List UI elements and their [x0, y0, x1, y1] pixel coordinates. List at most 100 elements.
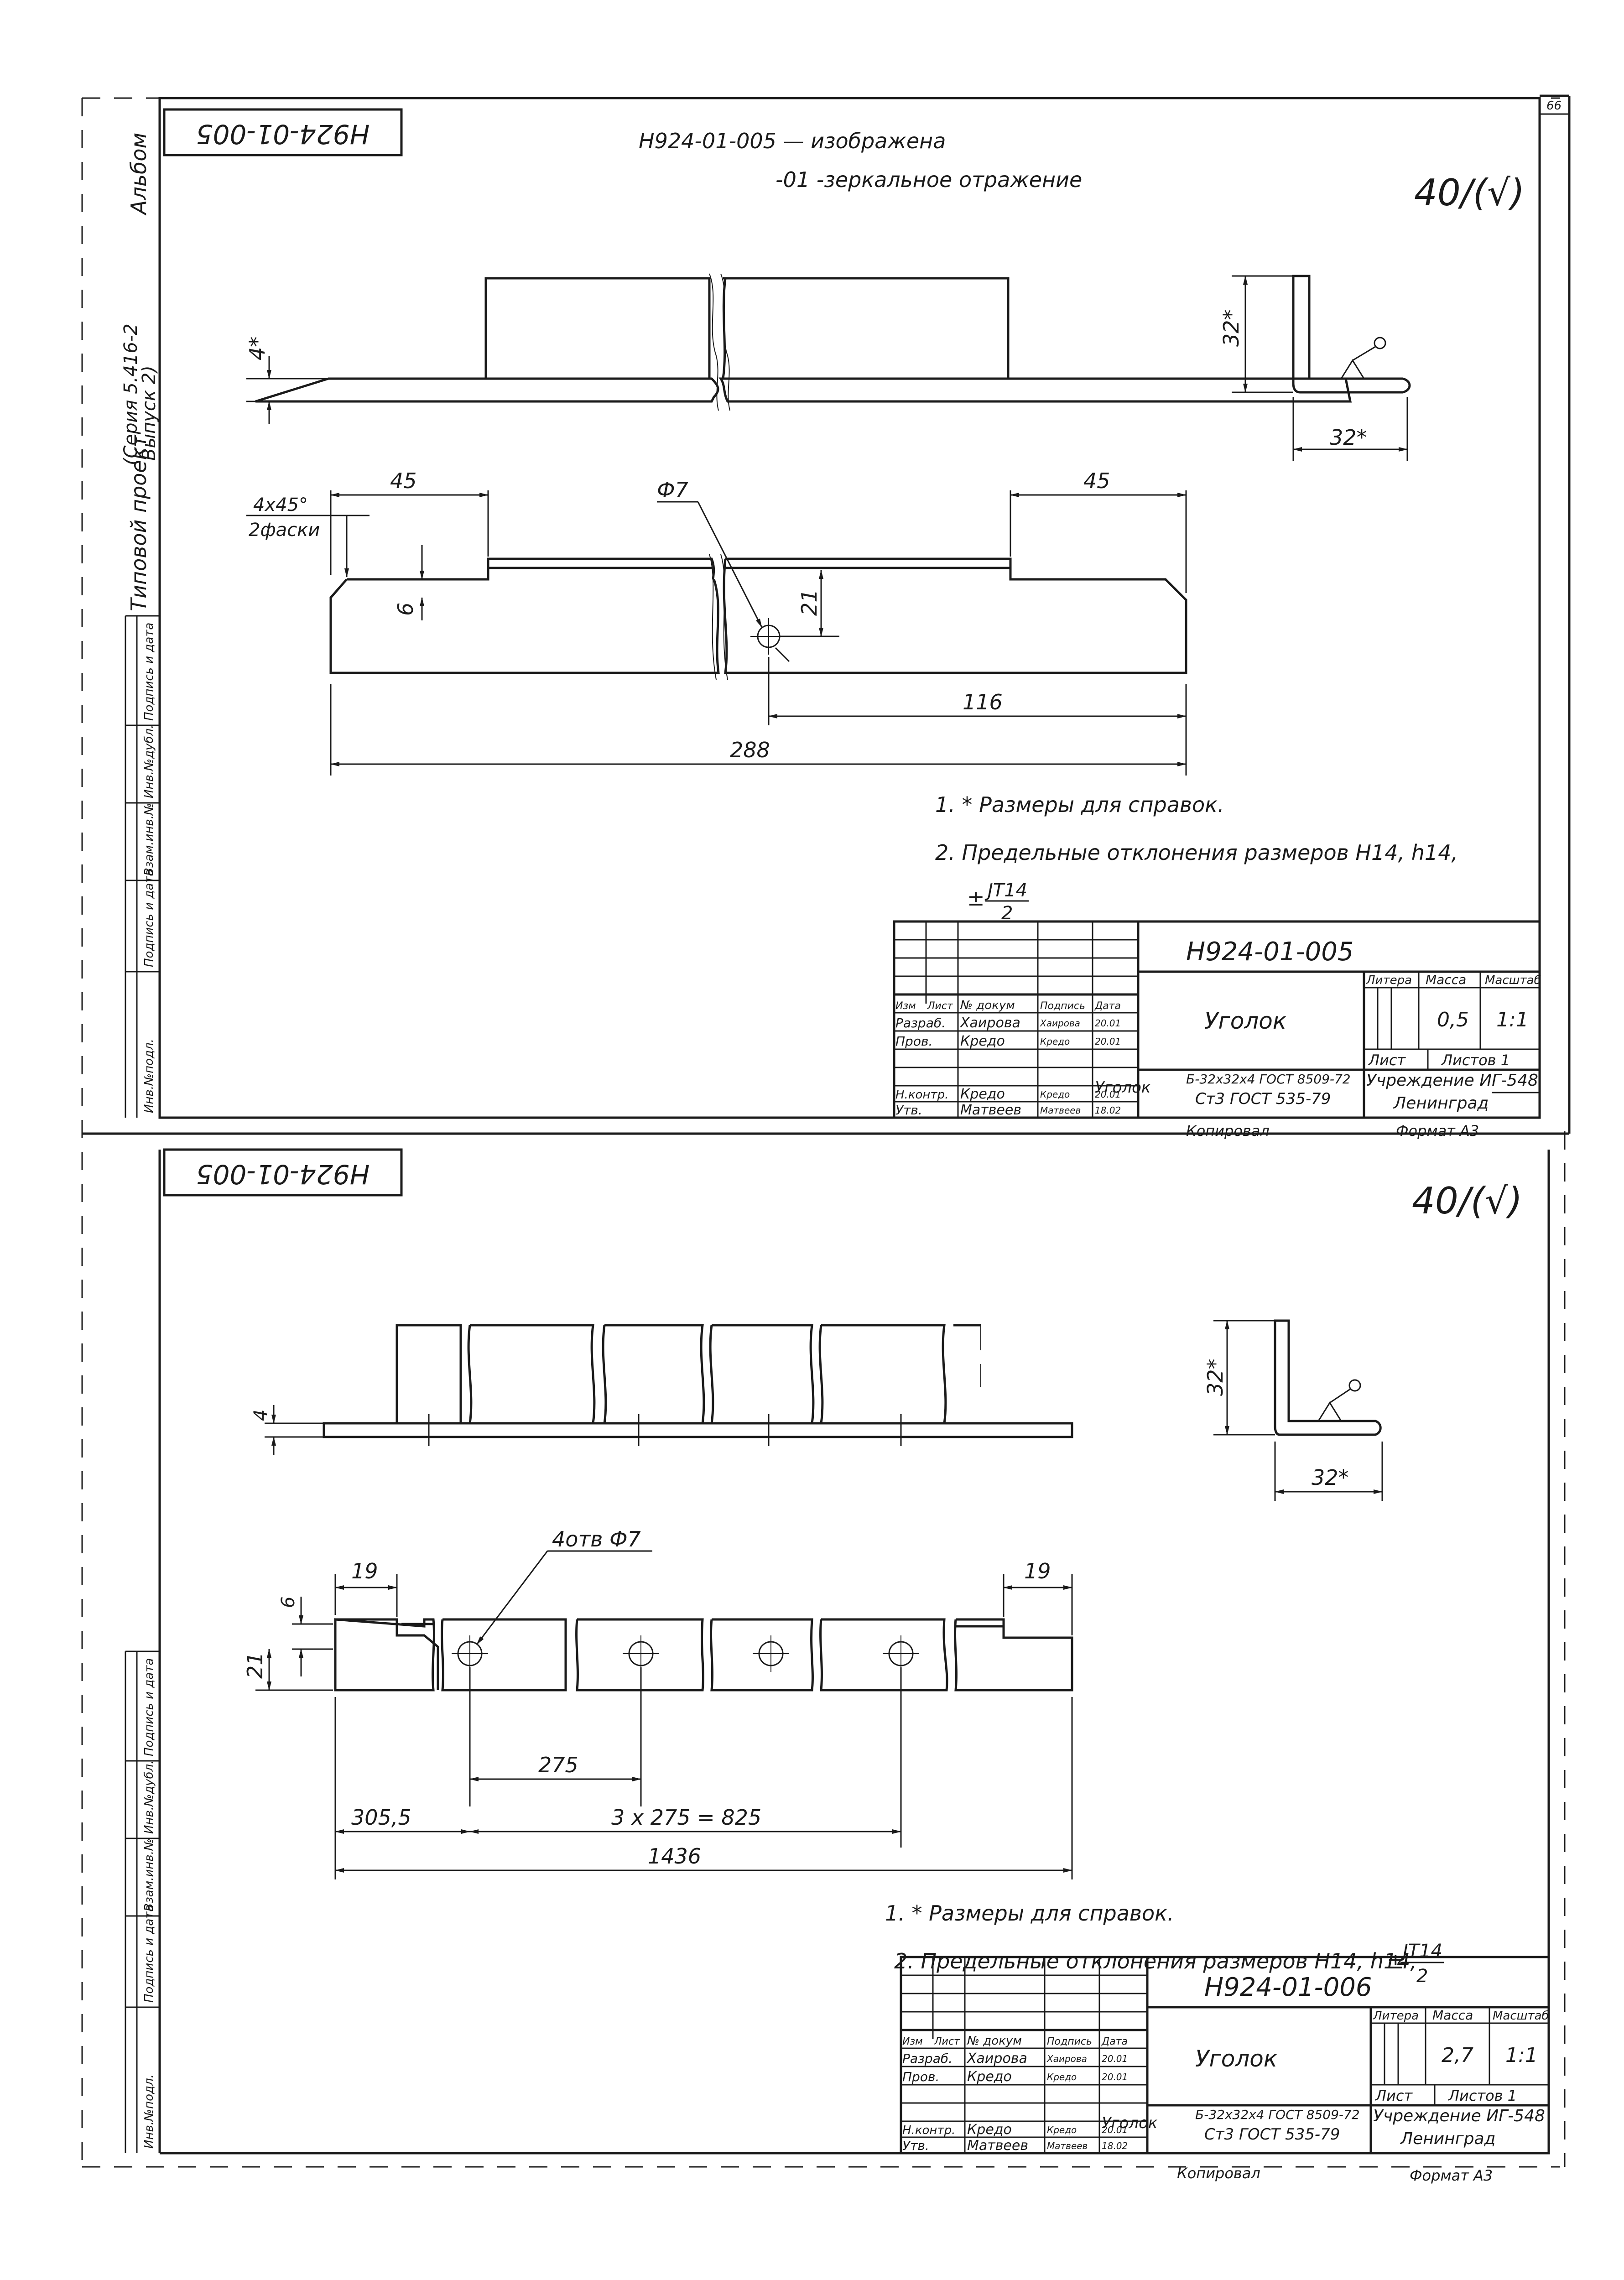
row-razrab-role-1: Разраб.	[895, 1015, 946, 1031]
binding-project: Типовой проект	[126, 435, 151, 611]
row-utv-sign-1: Матвеев	[1040, 1105, 1081, 1116]
dim-left-flange-1: 45	[390, 468, 417, 493]
dim-pitch-total-2: 3 x 275 = 825	[611, 1805, 761, 1830]
material-prefix-1: Уголок	[1095, 1078, 1151, 1097]
row-prov-sign-2: Кредо	[1047, 2072, 1077, 2082]
binding-cell-sign2-2: Подпись и дата	[142, 1658, 156, 1756]
mirror-stamp-1: Н924-01-005	[163, 108, 403, 156]
part-name-1: Уголок	[1204, 1008, 1286, 1034]
col-izm-2: Изм	[902, 2036, 923, 2047]
dim-leg-width-2: 32*	[1312, 1465, 1349, 1490]
hdr-mass-1: Масса	[1426, 972, 1466, 987]
binding-issue: Выпуск 2)	[139, 365, 160, 461]
angle-side-view-1	[246, 273, 1352, 424]
binding-cell-sign-2: Подпись и дата	[142, 1905, 156, 2003]
format-1: Формат А3	[1396, 1122, 1479, 1140]
dim-right-flange-2: 19	[1024, 1559, 1051, 1583]
dim-total-length-2: 1436	[648, 1844, 701, 1869]
binding-series: (Серия 5.416-2	[120, 323, 141, 465]
row-utv-role-2: Утв.	[902, 2138, 929, 2153]
binding-strip-bottom: Инв.№подл. Подпись и дата Взам.инв.№ Инв…	[125, 1650, 160, 2153]
row-razrab-name-2: Хаирова	[966, 2051, 1027, 2067]
mirror-stamp-2: Н924-01-005	[163, 1148, 403, 1197]
svg-text:±: ±	[967, 886, 985, 911]
svg-text:JT14: JT14	[1400, 1941, 1442, 1962]
angle-plan-view-2	[255, 1550, 1073, 1879]
tolerance-fraction-1: ± JT14 2	[967, 880, 1029, 924]
col-izm-1: Изм	[895, 1000, 916, 1012]
roughness-symbol-2: 40/(√)	[1412, 1180, 1522, 1222]
dim-cut-depth-1: 6	[393, 603, 418, 616]
material-line2-2: Ст3 ГОСТ 535-79	[1204, 2125, 1340, 2144]
hdr-scale-1: Масштаб	[1485, 973, 1541, 987]
row-razrab-role-2: Разраб.	[902, 2051, 953, 2066]
angle-section-1	[1232, 275, 1411, 461]
col-date-1: Дата	[1094, 1000, 1121, 1012]
scale-value-2: 1:1	[1505, 2044, 1538, 2067]
sheets-label-1: Листов 1	[1441, 1052, 1510, 1069]
row-prov-name-1: Кредо	[960, 1033, 1005, 1049]
col-list-1: Лист	[927, 1000, 953, 1012]
row-prov-date-2: 20.01	[1102, 2072, 1128, 2082]
city-1: Ленинград	[1393, 1094, 1489, 1113]
col-sign-2: Подпись	[1047, 2036, 1092, 2047]
col-doc-2: № докум	[966, 2034, 1022, 2048]
material-line1-2: Б-32х32х4 ГОСТ 8509-72	[1195, 2107, 1360, 2122]
hdr-mass-2: Масса	[1432, 2008, 1473, 2023]
title-block-2	[900, 1956, 1550, 2155]
row-razrab-date-1: 20.01	[1095, 1018, 1121, 1029]
dim-leg-height-1: 32*	[1219, 309, 1244, 347]
org-2: Учреждение ИГ-548	[1373, 2107, 1545, 2125]
row-utv-sign-2: Матвеев	[1047, 2140, 1088, 2151]
dim-chamfer-count-1: 2фаски	[249, 520, 320, 541]
svg-text:±: ±	[1387, 1949, 1405, 1973]
row-razrab-sign-2: Хаирова	[1046, 2053, 1087, 2064]
col-doc-1: № докум	[959, 999, 1015, 1012]
scale-value-1: 1:1	[1496, 1008, 1529, 1031]
roughness-symbol-1: 40/(√)	[1414, 172, 1525, 214]
dim-thickness-1: 4*	[245, 337, 270, 360]
dim-leg-width-1: 32*	[1330, 425, 1367, 450]
row-nkontr-name-2: Кредо	[967, 2122, 1012, 2138]
note-2-2: 2. Предельные отклонения размеров Н14, h…	[894, 1949, 1417, 1973]
sheet-frame-bottom	[158, 1150, 1550, 2155]
material-line2-1: Ст3 ГОСТ 535-79	[1195, 1090, 1331, 1108]
note-line-2: -01 -зеркальное отражение	[776, 167, 1082, 192]
dim-chamfer-1: 4x45°	[253, 495, 308, 515]
col-list-2: Лист	[934, 2036, 960, 2047]
mass-value-1: 0,5	[1437, 1008, 1469, 1031]
angle-plan-view-1	[246, 490, 1187, 776]
page-number: 66	[1546, 99, 1562, 113]
format-2: Формат А3	[1410, 2167, 1493, 2184]
material-prefix-2: Уголок	[1102, 2114, 1158, 2132]
hdr-litera-1: Литера	[1366, 973, 1412, 987]
title-block-1	[893, 920, 1541, 1119]
row-nkontr-role-1: Н.контр.	[895, 1088, 948, 1102]
dim-right-flange-1: 45	[1083, 468, 1110, 493]
city-2: Ленинград	[1400, 2129, 1495, 2148]
col-date-2: Дата	[1101, 2036, 1128, 2047]
row-nkontr-sign-2: Кредо	[1047, 2124, 1077, 2135]
row-nkontr-date-2: 20.01	[1102, 2124, 1128, 2135]
note-2-1: 1. * Размеры для справок.	[885, 1901, 1174, 1926]
row-nkontr-date-1: 20.01	[1095, 1089, 1121, 1100]
binding-cell-dubl: Инв.№дубл.	[142, 725, 156, 798]
doc-number-1: Н924-01-005	[1186, 937, 1354, 967]
dim-leg-height-2: 32*	[1203, 1359, 1228, 1396]
outer-frame	[81, 97, 1569, 2168]
sheet-frame-top	[158, 94, 1571, 1134]
angle-section-2	[1213, 1319, 1383, 1501]
hdr-litera-2: Литера	[1373, 2009, 1419, 2023]
dim-cut-depth-2: 6	[278, 1597, 299, 1608]
row-prov-date-1: 20.01	[1095, 1036, 1121, 1047]
svg-text:JT14: JT14	[984, 880, 1027, 901]
note-1-1: 1. * Размеры для справок.	[935, 792, 1224, 817]
row-prov-role-1: Пров.	[895, 1034, 932, 1049]
copied-1: Копировал	[1186, 1122, 1270, 1140]
binding-cell-vzam: Взам.инв.№	[142, 803, 156, 876]
hdr-scale-2: Масштаб	[1493, 2009, 1549, 2023]
row-utv-role-1: Утв.	[895, 1103, 922, 1118]
row-utv-date-1: 18.02	[1095, 1105, 1121, 1116]
mass-value-2: 2,7	[1442, 2044, 1473, 2067]
dim-left-flange-2: 19	[351, 1559, 378, 1583]
